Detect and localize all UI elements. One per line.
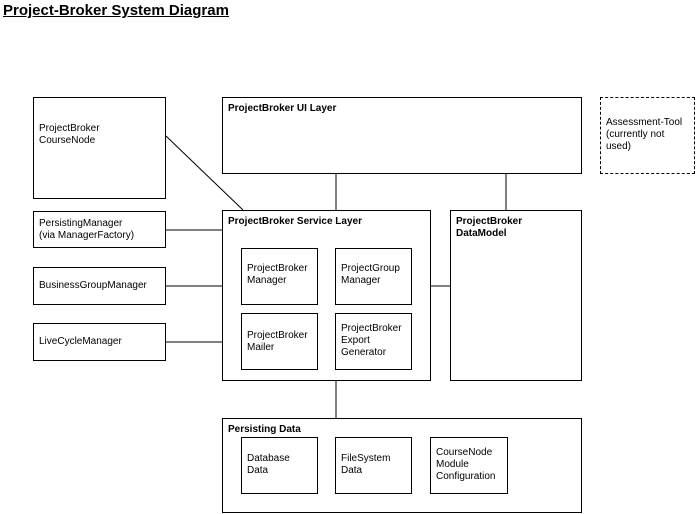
pb-export-generator-box: ProjectBroker Export Generator: [335, 313, 412, 370]
service-layer-label: ProjectBroker Service Layer: [228, 216, 362, 227]
pb-mailer-box: ProjectBroker Mailer: [241, 313, 318, 370]
pb-export-generator-label: ProjectBroker Export Generator: [341, 323, 402, 358]
business-group-manager-label: BusinessGroupManager: [39, 280, 147, 291]
page-title: Project-Broker System Diagram: [3, 2, 229, 19]
database-data-label: Database Data: [247, 453, 290, 476]
persisting-manager-box: PersistingManager (via ManagerFactory): [33, 211, 166, 248]
live-cycle-manager-box: LiveCycleManager: [33, 323, 166, 361]
coursenode-label: ProjectBroker CourseNode: [39, 123, 100, 146]
business-group-manager-box: BusinessGroupManager: [33, 267, 166, 305]
connector-coursenode-service: [165, 135, 244, 211]
pb-manager-label: ProjectBroker Manager: [247, 263, 308, 286]
live-cycle-manager-label: LiveCycleManager: [39, 336, 122, 347]
filesystem-data-label: FileSystem Data: [341, 453, 391, 476]
project-group-manager-box: ProjectGroup Manager: [335, 248, 412, 305]
assessment-tool-box: Assessment-Tool (currently not used): [600, 97, 695, 174]
coursenode-module-config-label: CourseNode Module Configuration: [436, 447, 496, 482]
coursenode-module-config-box: CourseNode Module Configuration: [430, 437, 508, 494]
persisting-data-label: Persisting Data: [228, 424, 301, 435]
filesystem-data-box: FileSystem Data: [335, 437, 412, 494]
persisting-manager-label: PersistingManager (via ManagerFactory): [39, 217, 135, 241]
pb-manager-box: ProjectBroker Manager: [241, 248, 318, 305]
pb-mailer-label: ProjectBroker Mailer: [247, 330, 308, 353]
data-model-box: ProjectBroker DataModel: [450, 210, 582, 381]
project-group-manager-label: ProjectGroup Manager: [341, 263, 400, 286]
ui-layer-label: ProjectBroker UI Layer: [228, 103, 337, 114]
assessment-tool-label: Assessment-Tool (currently not used): [606, 117, 683, 152]
ui-layer-box: ProjectBroker UI Layer: [222, 97, 582, 174]
coursenode-box: ProjectBroker CourseNode: [33, 97, 166, 199]
database-data-box: Database Data: [241, 437, 318, 494]
data-model-label: ProjectBroker DataModel: [456, 216, 523, 239]
